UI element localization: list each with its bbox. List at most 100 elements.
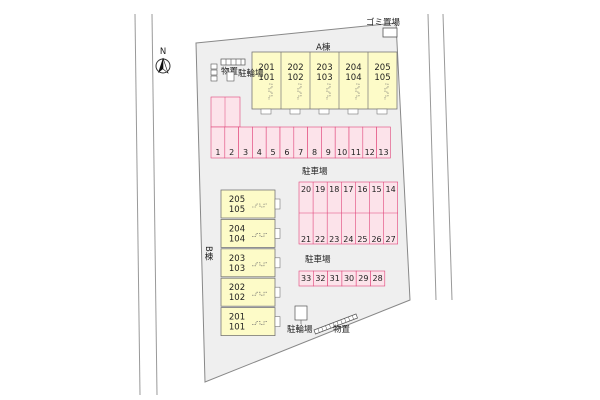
- compass-label: N: [160, 47, 166, 57]
- building-b-block: [220, 307, 276, 337]
- parking-space-number: 5: [271, 148, 276, 157]
- unit-b-lower: 104: [229, 234, 245, 244]
- parking-space-number: 21: [301, 235, 311, 244]
- entrance-b: [274, 316, 281, 327]
- parking-space-number: 3: [243, 148, 248, 157]
- road-line-left-outer: [134, 13, 141, 396]
- entrance-b: [274, 228, 281, 239]
- unit-a-lower: 103: [316, 73, 332, 83]
- entrance-a: [347, 108, 359, 115]
- storage-b-divider: [329, 324, 332, 329]
- unit-a-upper: 202: [287, 63, 303, 73]
- storage-b: [313, 313, 358, 335]
- entrance-b: [274, 198, 281, 210]
- unit-a-upper: 201: [258, 63, 274, 73]
- parking-space-number: 19: [315, 185, 325, 194]
- unit-b-lower: 102: [229, 293, 245, 303]
- parking-lower-label: 駐車場: [305, 254, 331, 265]
- stair-icon: [252, 262, 268, 267]
- unit-a-upper: 203: [316, 63, 332, 73]
- parking-extra-area: [210, 96, 241, 128]
- stair-icon: [297, 83, 302, 100]
- parking-space-number: 22: [315, 235, 325, 244]
- unit-b-lower: 101: [229, 323, 245, 333]
- bike-shed-a: [226, 71, 235, 82]
- parking-space-number: 23: [329, 235, 339, 244]
- storage-b-divider: [317, 328, 320, 333]
- north-arrow-icon: [155, 57, 171, 74]
- entrance-a: [318, 108, 330, 115]
- storage-b-divider: [321, 327, 324, 332]
- storage-b-label: 物置: [333, 324, 351, 335]
- storage-b-divider: [351, 315, 354, 320]
- parking-space-number: 32: [315, 274, 325, 283]
- unit-a-lower: 101: [258, 73, 274, 83]
- parking-space-number: 6: [284, 148, 289, 157]
- garbage-label: ゴミ置場: [366, 17, 401, 28]
- parking-space-number: 16: [357, 185, 367, 194]
- parking-space-number: 8: [312, 148, 317, 157]
- parking-space-number: 31: [330, 274, 340, 283]
- storage-a: [210, 63, 218, 82]
- stair-icon: [252, 233, 268, 237]
- parking-space-number: 20: [301, 185, 311, 194]
- storage-b-divider: [325, 325, 328, 330]
- stair-icon: [252, 291, 268, 296]
- unit-b-upper: 202: [229, 283, 245, 293]
- parking-space-number: 1: [215, 148, 220, 157]
- unit-a-upper: 204: [345, 63, 361, 73]
- parking-space-number: 2: [229, 148, 234, 157]
- entrance-b: [274, 286, 281, 298]
- storage-a-label: 物置: [221, 66, 239, 77]
- garbage-station: [382, 27, 398, 38]
- parking-space: [370, 270, 386, 287]
- parking-space-number: 12: [365, 148, 375, 157]
- storage-b-divider: [340, 319, 343, 324]
- parking-space-number: 24: [343, 235, 353, 244]
- unit-b-lower: 105: [229, 205, 245, 215]
- parking-space-number: 11: [351, 148, 361, 157]
- bike-rack-a: [220, 58, 246, 66]
- parking-space-number: 27: [386, 235, 396, 244]
- unit-b-lower: 103: [229, 264, 245, 274]
- bike-b-label: 駐輪場: [287, 324, 313, 335]
- unit-a-lower: 104: [345, 73, 361, 83]
- parking-space-number: 15: [371, 185, 381, 194]
- unit-b-upper: 203: [229, 254, 245, 264]
- parking-space-number: 17: [343, 185, 353, 194]
- parking-space-number: 26: [371, 235, 381, 244]
- parking-space-number: 10: [337, 148, 347, 157]
- road-line-right-outer: [427, 13, 437, 301]
- stair-icon: [252, 203, 268, 208]
- road-line-left-inner: [151, 13, 158, 396]
- road-line-right-inner: [442, 13, 453, 301]
- stair-icon: [252, 321, 268, 325]
- parking-space-number: 7: [298, 148, 303, 157]
- bike-shed-b: [294, 305, 308, 321]
- stair-icon: [384, 83, 389, 100]
- parking-space-number: 33: [301, 274, 311, 283]
- parking-space-number: 9: [326, 148, 331, 157]
- stair-icon: [268, 83, 273, 100]
- parking-space-number: 14: [386, 185, 396, 194]
- stair-icon: [326, 83, 331, 100]
- stair-icon: [355, 83, 360, 100]
- parking-space-number: 4: [257, 148, 262, 157]
- entrance-a: [376, 108, 388, 115]
- unit-a-lower: 102: [287, 73, 303, 83]
- unit-a-upper: 205: [374, 63, 390, 73]
- entrance-a: [289, 108, 301, 115]
- parking-space-number: 28: [373, 274, 383, 283]
- storage-b-divider: [336, 321, 339, 326]
- parking-space-number: 18: [329, 185, 339, 194]
- parking-mid-label: 駐車場: [302, 166, 328, 177]
- storage-b-strip: [313, 313, 358, 335]
- parking-space-number: 29: [358, 274, 368, 283]
- entrance-a: [260, 108, 272, 115]
- unit-b-upper: 205: [229, 195, 245, 205]
